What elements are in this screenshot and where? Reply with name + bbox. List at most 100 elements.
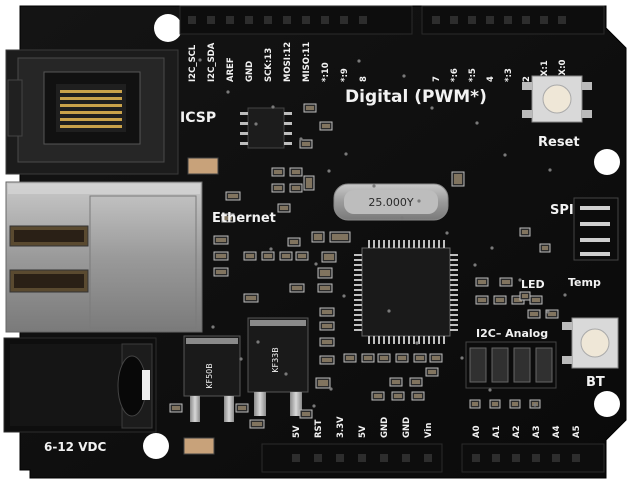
bottom-pin-label: 5V bbox=[292, 425, 302, 438]
smd-part bbox=[169, 403, 183, 413]
smd-part bbox=[243, 251, 257, 261]
mounting-hole bbox=[594, 149, 620, 175]
bottom-pin-label: 3.3V bbox=[336, 416, 346, 438]
via bbox=[269, 247, 273, 251]
via bbox=[314, 262, 318, 266]
via bbox=[254, 122, 258, 126]
smd-part bbox=[499, 277, 513, 287]
ethernet-jack bbox=[5, 181, 203, 333]
led-label: LED bbox=[521, 278, 545, 291]
bottom-pin-label: A3 bbox=[532, 425, 542, 438]
via bbox=[284, 372, 288, 376]
bottom-pin-header bbox=[261, 443, 605, 473]
smd-part bbox=[319, 337, 335, 347]
smd-part bbox=[527, 309, 541, 319]
via bbox=[488, 388, 492, 392]
smd-part bbox=[249, 419, 265, 429]
via bbox=[372, 184, 376, 188]
smd-part bbox=[303, 103, 317, 113]
bt-button bbox=[562, 317, 619, 369]
smd-part bbox=[411, 391, 425, 401]
top-pin-label: *:9 bbox=[340, 68, 350, 82]
dc-power-jack bbox=[3, 337, 157, 433]
smd-part bbox=[319, 307, 335, 317]
bottom-pin-label: A2 bbox=[512, 425, 522, 438]
via bbox=[226, 90, 230, 94]
smd-part bbox=[319, 121, 333, 131]
top-pin-label: SCK:13 bbox=[264, 48, 274, 82]
top-pin-label: RX:0 bbox=[558, 60, 568, 82]
soic-chip bbox=[240, 107, 292, 149]
via bbox=[473, 263, 477, 267]
top-pin-label: 8 bbox=[359, 76, 369, 82]
smd-part bbox=[545, 309, 559, 319]
smd-part bbox=[235, 403, 249, 413]
smd-part bbox=[429, 353, 443, 363]
top-pin-label: MISO:11 bbox=[302, 42, 312, 82]
smd-part bbox=[509, 399, 521, 409]
smd-part bbox=[469, 399, 481, 409]
mounting-hole bbox=[594, 391, 620, 417]
bottom-pin-label: GND bbox=[380, 417, 390, 438]
top-pin-label: TX:1 bbox=[540, 60, 550, 82]
smd-part bbox=[289, 283, 305, 293]
top-pin-label: *:10 bbox=[321, 62, 331, 82]
bottom-pin-label: A4 bbox=[552, 425, 562, 438]
top-pin-label: 4 bbox=[486, 76, 496, 82]
smd-part bbox=[371, 391, 385, 401]
smd-part bbox=[271, 183, 285, 193]
via bbox=[344, 152, 348, 156]
bottom-pin-label: Vin bbox=[424, 423, 434, 438]
via bbox=[415, 341, 419, 345]
smd-part bbox=[321, 251, 337, 263]
via bbox=[342, 294, 346, 298]
smd-part bbox=[519, 291, 531, 301]
digital-heading: Digital (PWM*) bbox=[345, 87, 487, 107]
smd-part bbox=[377, 353, 391, 363]
via bbox=[239, 357, 243, 361]
via bbox=[417, 199, 421, 203]
via bbox=[327, 169, 331, 173]
reset-label: Reset bbox=[538, 135, 580, 150]
via bbox=[546, 310, 550, 314]
smd-part bbox=[519, 227, 531, 237]
via bbox=[312, 404, 316, 408]
via bbox=[198, 58, 202, 62]
bottom-pin-label: 5V bbox=[358, 425, 368, 438]
via bbox=[445, 231, 449, 235]
smd-part bbox=[317, 283, 333, 293]
spi-label: SPI bbox=[550, 203, 574, 218]
regulator-marking: KF50B bbox=[205, 363, 214, 389]
via bbox=[387, 309, 391, 313]
top-pin-label: 7 bbox=[432, 76, 442, 82]
smd-part bbox=[295, 251, 309, 261]
icsp-connector bbox=[5, 49, 179, 175]
capacitor bbox=[187, 157, 219, 175]
smd-part bbox=[279, 251, 293, 261]
smd-part bbox=[271, 167, 285, 177]
top-pin-label: *:3 bbox=[504, 68, 514, 82]
jumper-block bbox=[465, 341, 557, 389]
power-input-label: 6-12 VDC bbox=[44, 440, 106, 454]
smd-part bbox=[277, 203, 291, 213]
regulator-marking: KF33B bbox=[271, 347, 280, 373]
via bbox=[211, 325, 215, 329]
smd-part bbox=[391, 391, 405, 401]
via bbox=[518, 278, 522, 282]
mounting-hole bbox=[154, 14, 182, 42]
smd-part bbox=[261, 251, 275, 261]
smd-part bbox=[343, 353, 357, 363]
top-pin-label: *:6 bbox=[450, 68, 460, 82]
crystal-oscillator: 25.000Y bbox=[333, 183, 449, 221]
reset-button bbox=[522, 75, 592, 123]
smd-part bbox=[315, 377, 331, 389]
via bbox=[299, 137, 303, 141]
via bbox=[533, 403, 537, 407]
mounting-hole bbox=[143, 433, 169, 459]
smd-part bbox=[425, 367, 439, 377]
smd-part bbox=[221, 213, 235, 223]
smd-part bbox=[451, 171, 465, 187]
